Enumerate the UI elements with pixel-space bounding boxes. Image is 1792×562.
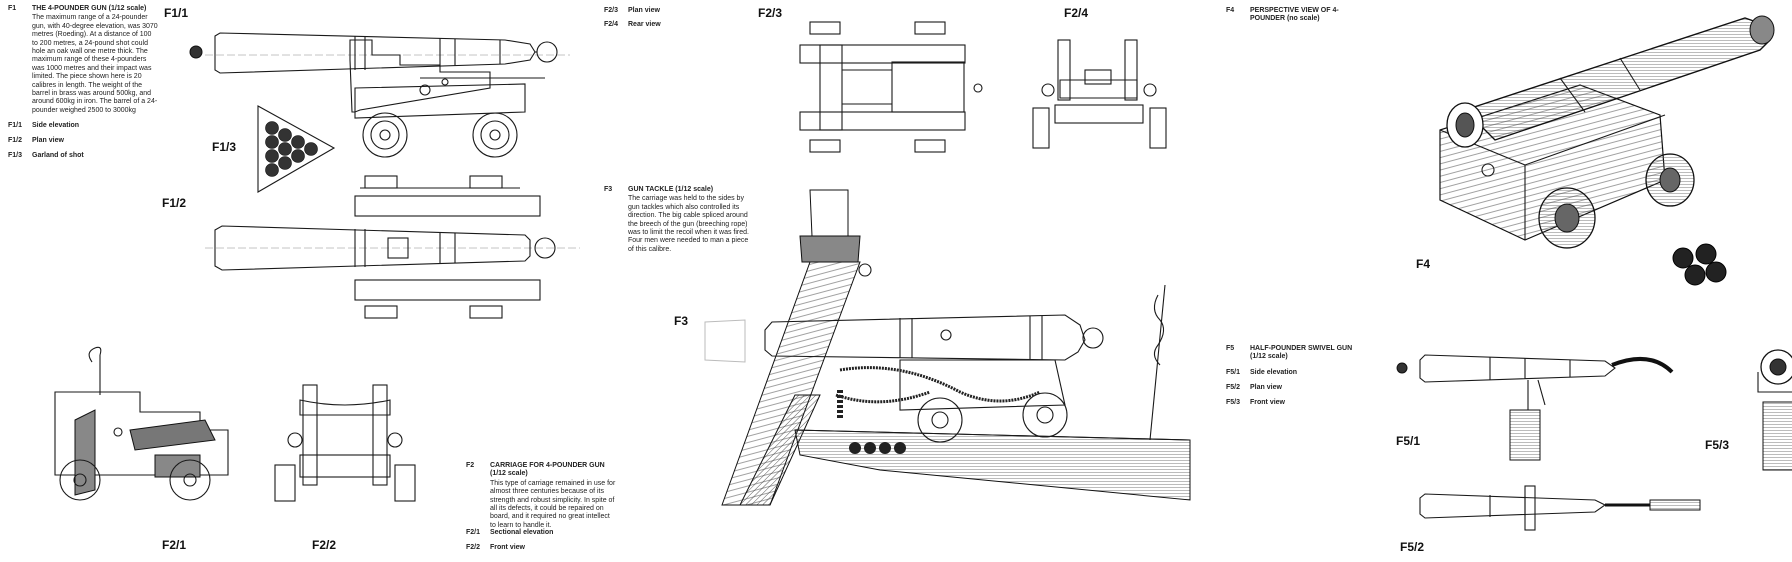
legend-f5-1-code: F5/1: [1226, 369, 1241, 376]
caption-f1-code: F1: [8, 5, 17, 12]
f2-4-rear-view-drawing: [1032, 39, 1167, 149]
caption-f4-code: F4: [1226, 7, 1235, 14]
legend-f5-2-text: Plan view: [1250, 384, 1282, 391]
legend-f1-1-code: F1/1: [8, 122, 23, 129]
caption-f4-title: PERSPECTIVE VIEW OF 4-POUNDER (no scale): [1250, 7, 1339, 23]
legend-f1-3: F1/3 Garland of shot: [8, 151, 84, 160]
f3-gun-tackle-drawing: [704, 189, 1191, 506]
caption-f5: F5 HALF-POUNDER SWIVEL GUN (1/12 scale): [1226, 345, 1366, 362]
figure-label-f1-3: F1/3: [212, 140, 237, 154]
caption-f2-body: This type of carriage remained in use fo…: [490, 479, 616, 529]
f2-2-front-view-drawing: [274, 384, 416, 502]
f1-3-garland-of-shot-drawing: [257, 105, 336, 193]
figure-label-f2-4: F2/4: [1064, 6, 1089, 20]
figure-label-f5-3: F5/3: [1705, 438, 1730, 452]
figure-label-f5-1: F5/1: [1396, 434, 1421, 448]
legend-f1-2: F1/2 Plan view: [8, 136, 64, 145]
legend-f2-3-code: F2/3: [604, 7, 619, 14]
legend-f2-2-code: F2/2: [466, 544, 481, 551]
caption-f4: F4 PERSPECTIVE VIEW OF 4-POUNDER (no sca…: [1226, 7, 1356, 24]
caption-f3-body: The carriage was held to the sides by gu…: [628, 195, 749, 253]
f2-1-sectional-elevation-drawing: [54, 346, 229, 501]
legend-f1-2-code: F1/2: [8, 137, 23, 144]
legend-f2-4: F2/4 Rear view: [604, 20, 661, 29]
f1-1-side-elevation-drawing: [189, 32, 570, 158]
legend-f2-4-text: Rear view: [628, 21, 661, 28]
legend-f5-2-code: F5/2: [1226, 384, 1241, 391]
caption-f2: F2 CARRIAGE FOR 4-POUNDER GUN (1/12 scal…: [466, 462, 616, 530]
legend-f5-3: F5/3 Front view: [1226, 398, 1285, 407]
figure-label-f5-2: F5/2: [1400, 540, 1425, 554]
legend-f2-1-text: Sectional elevation: [490, 529, 554, 536]
legend-f2-1: F2/1 Sectional elevation: [466, 528, 553, 537]
legend-f5-2: F5/2 Plan view: [1226, 383, 1282, 392]
caption-f1: F1 THE 4-POUNDER GUN (1/12 scale) The ma…: [8, 5, 158, 115]
figure-label-f2-1: F2/1: [162, 538, 187, 552]
legend-f2-2: F2/2 Front view: [466, 543, 525, 552]
legend-f2-4-code: F2/4: [604, 21, 619, 28]
legend-f1-3-text: Garland of shot: [32, 152, 84, 159]
legend-f1-1: F1/1 Side elevation: [8, 121, 79, 130]
legend-f5-1-text: Side elevation: [1250, 369, 1298, 376]
legend-f5-3-code: F5/3: [1226, 399, 1241, 406]
f5-1-swivel-gun-side-drawing: [1396, 354, 1674, 461]
caption-f5-code: F5: [1226, 345, 1235, 352]
legend-f5-3-text: Front view: [1250, 399, 1286, 406]
caption-f2-code: F2: [466, 462, 475, 469]
caption-f1-body: The maximum range of a 24-pounder gun, w…: [32, 14, 158, 114]
legend-f2-1-code: F2/1: [466, 529, 481, 536]
caption-f1-title: THE 4-POUNDER GUN (1/12 scale): [32, 5, 147, 12]
f2-3-plan-view-drawing: [799, 21, 983, 153]
figure-label-f4: F4: [1416, 257, 1431, 271]
legend-f2-3-text: Plan view: [628, 7, 660, 14]
figure-label-f1-1: F1/1: [164, 6, 189, 20]
legend-f2-3: F2/3 Plan view: [604, 6, 660, 15]
caption-f2-title: CARRIAGE FOR 4-POUNDER GUN (1/12 scale): [490, 462, 605, 478]
legend-f2-2-text: Front view: [490, 544, 526, 551]
caption-f3-code: F3: [604, 186, 613, 193]
legend-f5-1: F5/1 Side elevation: [1226, 368, 1297, 377]
f4-perspective-drawing: [1439, 15, 1775, 286]
legend-f1-1-text: Side elevation: [32, 122, 80, 129]
figure-label-f1-2: F1/2: [162, 196, 187, 210]
figure-label-f2-3: F2/3: [758, 6, 783, 20]
figure-label-f2-2: F2/2: [312, 538, 337, 552]
legend-f1-2-text: Plan view: [32, 137, 64, 144]
figure-label-f3: F3: [674, 314, 689, 328]
caption-f3-title: GUN TACKLE (1/12 scale): [628, 186, 714, 193]
f5-3-swivel-gun-front-drawing: [1757, 349, 1792, 471]
f5-2-swivel-gun-plan-drawing: [1419, 485, 1701, 531]
f1-2-plan-view-drawing: [205, 175, 580, 319]
legend-f1-3-code: F1/3: [8, 152, 23, 159]
caption-f5-title: HALF-POUNDER SWIVEL GUN (1/12 scale): [1250, 345, 1353, 361]
caption-f3: F3 GUN TACKLE (1/12 scale) The carriage …: [604, 186, 750, 254]
